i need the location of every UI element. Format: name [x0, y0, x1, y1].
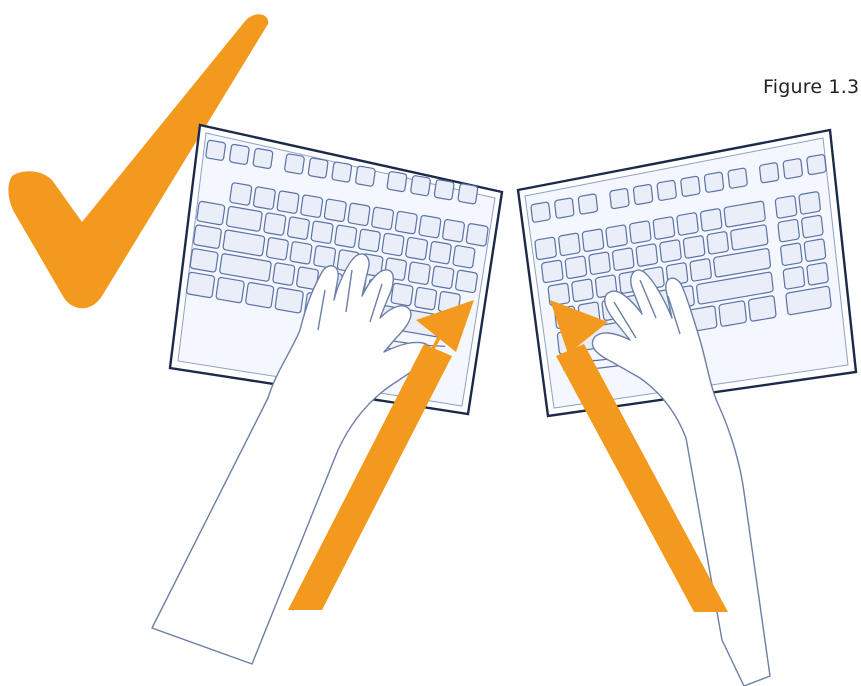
figure-caption: Figure 1.3: [763, 76, 859, 98]
